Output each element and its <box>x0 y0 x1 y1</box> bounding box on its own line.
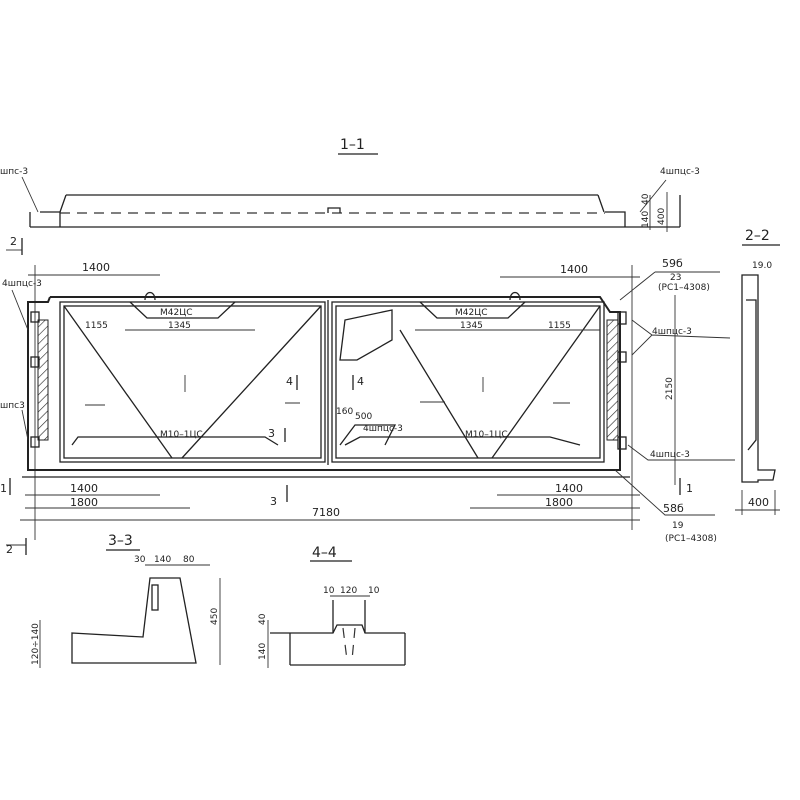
dim-19: 19.0 <box>752 261 772 271</box>
ref-58b: 58б <box>663 502 684 515</box>
label-m42-left: М42ЦС <box>160 308 193 318</box>
dim-40-44: 40 <box>258 613 268 625</box>
opening-sketch <box>339 309 393 361</box>
cut-label: 3 <box>268 427 275 440</box>
dim-140-33: 140 <box>154 555 171 565</box>
label-shpcs3-right-mid: 4шпцс-3 <box>652 327 692 337</box>
section-title-4-4: 4–4 <box>312 545 337 561</box>
ref-59b: 59б <box>662 257 683 270</box>
dim-1400-top-left: 1400 <box>82 261 110 274</box>
ref-58b-doc: (РС1–4308) <box>665 534 717 544</box>
dim-1800-bot-left: 1800 <box>70 496 98 509</box>
beam-details <box>40 207 626 227</box>
ref-59b-doc: (РС1–4308) <box>658 283 710 293</box>
leader-line <box>631 319 731 356</box>
dim-10b: 10 <box>368 586 380 596</box>
dim-450: 450 <box>210 608 220 625</box>
cut-label: 4 <box>357 375 364 388</box>
ref-58b-sub: 19 <box>672 521 684 531</box>
dim-1400-bot-right: 1400 <box>555 482 583 495</box>
dim-400-22: 400 <box>748 496 769 509</box>
dim-10a: 10 <box>323 586 335 596</box>
label-m10-left: М10–1ЦС <box>160 430 203 440</box>
section-title-3-3: 3–3 <box>108 533 133 549</box>
dim-1155-left: 1155 <box>85 321 108 331</box>
dim-1155-right: 1155 <box>548 321 571 331</box>
left-insulation-hatch <box>37 319 49 441</box>
right-opening <box>331 301 605 463</box>
cut-marker-2: 2 2 <box>6 235 27 556</box>
section-4-4-rib <box>332 600 366 633</box>
section-2-2-profile <box>741 274 776 483</box>
section-2-2-inner <box>746 299 757 451</box>
dim-120-140: 120÷140 <box>31 623 41 665</box>
cut-label: 1 <box>0 482 7 495</box>
cut-label: 3 <box>270 495 277 508</box>
label-shpcs3-mid: 4шпцс-3 <box>363 424 403 434</box>
dim-140: 140 <box>641 211 651 228</box>
label-shps3-left-low: шпс3 <box>0 401 25 411</box>
dim-120-44: 120 <box>340 586 357 596</box>
dim-1345-right: 1345 <box>460 321 483 331</box>
section-title-1-1: 1–1 <box>340 137 365 153</box>
leader-line <box>627 444 735 461</box>
section-3-3-profile <box>71 577 197 664</box>
dim-1400-bot-left: 1400 <box>70 482 98 495</box>
m42-bars <box>129 301 526 319</box>
section-3-3: 3–3 30 140 80 450 120÷140 <box>31 533 221 668</box>
panel-outline <box>27 296 621 471</box>
leader-line <box>614 469 715 516</box>
dim-40: 40 <box>641 193 651 205</box>
dim-140-44: 140 <box>258 643 268 660</box>
dim-160: 160 <box>336 407 353 417</box>
section-1-1: 1–1 шпс-3 4шпцс-3 40 140 400 <box>0 137 700 232</box>
bracket-sketch <box>339 424 397 446</box>
leader-line <box>639 179 667 213</box>
section-4-4: 4–4 10 120 10 40 140 <box>258 545 406 668</box>
m10-bars <box>71 436 581 446</box>
right-insulation-hatch <box>606 319 619 441</box>
section-title-2-2: 2–2 <box>745 228 770 244</box>
section-4-4-profile <box>270 624 406 666</box>
dim-1800-bot-right: 1800 <box>545 496 573 509</box>
label-shpcs3-left: 4шпцс-3 <box>2 279 42 289</box>
label-m42-right: М42ЦС <box>455 308 488 318</box>
label-shpcs3-right: 4шпцс-3 <box>660 167 700 177</box>
dim-7180: 7180 <box>312 506 340 519</box>
dim-1400-top-right: 1400 <box>560 263 588 276</box>
dim-80: 80 <box>183 555 195 565</box>
cut-label: 2 <box>6 543 13 556</box>
section-2-2: 2–2 19.0 400 <box>735 228 780 515</box>
dim-1345-left: 1345 <box>168 321 191 331</box>
elevation: 1400 1400 М42ЦС М42ЦС 1155 <box>0 257 735 544</box>
hidden-line <box>342 627 356 661</box>
dim-30: 30 <box>134 555 146 565</box>
label-shps3-left: шпс-3 <box>0 167 28 177</box>
dim-500: 500 <box>355 412 372 422</box>
cut-label: 4 <box>286 375 293 388</box>
lifting-loops <box>144 291 521 301</box>
dim-400: 400 <box>657 208 667 225</box>
label-shps3-right-low: 4шпцс-3 <box>650 450 690 460</box>
left-bracket <box>30 311 40 323</box>
direction-arrows <box>85 375 570 406</box>
leader-line <box>21 176 39 213</box>
left-opening <box>59 301 326 463</box>
cut-label: 2 <box>10 235 17 248</box>
beam-outline <box>29 194 681 228</box>
cut-label: 1 <box>686 482 693 495</box>
brace-lines <box>63 305 601 459</box>
dim-2150: 2150 <box>665 377 675 400</box>
ref-59b-sub: 23 <box>670 273 681 283</box>
label-m10-right: М10–1ЦС <box>465 430 508 440</box>
